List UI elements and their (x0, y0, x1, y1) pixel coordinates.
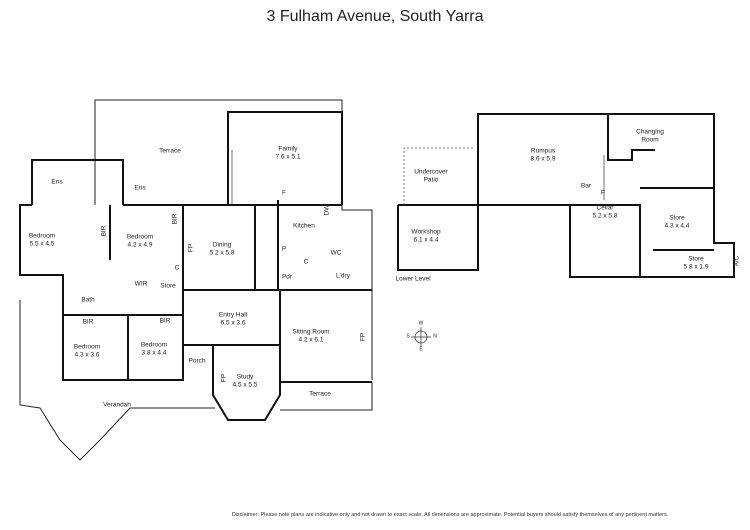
room-dims: 3.8 x 4.4 (141, 349, 167, 356)
room-bir-2: BIR (171, 213, 179, 225)
compass-w: W (418, 320, 424, 327)
room-dims: 7.6 x 5.1 (275, 153, 301, 160)
rumpus-walls (477, 113, 715, 205)
room-dims: 4.3 x 4.4 (664, 222, 690, 229)
room-terrace-rear: Terrace (159, 147, 181, 155)
room-name-line2: Patio (423, 176, 439, 183)
room-ensuite-1: Ens (51, 178, 63, 186)
cupboard-label-hall: C (174, 264, 180, 272)
room-dims: 5.5 x 4.5 (29, 240, 55, 247)
rear-terrace-outline (94, 99, 343, 205)
room-kitchen: Kitchen (293, 222, 315, 230)
room-bath: Bath (81, 296, 95, 304)
room-dims: 5.2 x 5.8 (592, 212, 618, 219)
sitting-walls (279, 290, 372, 383)
room-name: Rumpus (530, 147, 556, 155)
room-dims: 4.5 x 5.5 (232, 381, 258, 388)
room-name: Entry Hall (218, 311, 248, 319)
workshop-walls (397, 204, 479, 271)
disclaimer: Disclaimer: Please note plans are indica… (231, 512, 669, 518)
room-name: Bedroom (140, 341, 168, 349)
room-dims: 6.5 x 3.6 (220, 319, 246, 326)
room-name: Study (236, 373, 254, 381)
room-wir: WIR (134, 280, 148, 288)
ac-label: A/C (733, 255, 741, 267)
room-porch: Porch (188, 357, 206, 365)
room-name: Workshop (411, 228, 441, 236)
fireplace-sitting: FP (359, 332, 367, 342)
fridge-label: F (282, 189, 286, 197)
room-wc: WC (330, 249, 342, 257)
room-name: Bedroom (126, 233, 154, 241)
store-walls (640, 187, 735, 278)
room-name: Cellar (596, 204, 614, 212)
room-dims: 4.2 x 4.9 (127, 241, 153, 248)
room-bir-1: BIR (100, 225, 108, 237)
room-store: Store (160, 282, 176, 290)
room-name-line2: Room (641, 136, 659, 143)
verandah-outline (19, 300, 215, 461)
lower-level-label: Lower Level (395, 275, 431, 283)
patio-dotted-outline (403, 147, 475, 205)
room-name: Store (688, 255, 704, 263)
family-walls (227, 111, 343, 205)
room-dims: 5.8 x 1.9 (683, 263, 709, 270)
compass-s: S (406, 333, 410, 340)
room-name-line1: Changing (636, 128, 664, 136)
ensuite-walls (31, 159, 124, 205)
changing-walls (607, 114, 655, 161)
room-name: Family (278, 145, 298, 153)
room-name: Bedroom (28, 232, 56, 240)
fireplace-dining: FP (187, 243, 195, 253)
terrace-right-outline (341, 112, 373, 380)
compass-e: E (419, 346, 423, 353)
room-dims: 4.3 x 3.6 (74, 351, 100, 358)
room-verandah: Verandah (103, 401, 131, 409)
room-name-line1: Undercover (414, 168, 448, 176)
room-name: Bedroom (73, 343, 101, 351)
room-dims: 5.2 x 5.8 (209, 249, 235, 256)
cupboard-label-pdr: C (303, 258, 309, 266)
fireplace-study: FP (220, 373, 228, 383)
room-name: Sitting Room (292, 328, 330, 336)
room-dims: 4.2 x 6.1 (298, 336, 324, 343)
west-walls (19, 204, 184, 381)
room-name: Dining (212, 241, 232, 249)
room-dims: 6.1 x 4.4 (413, 236, 439, 243)
pantry-label: P (281, 245, 287, 253)
room-bar: Bar (580, 182, 592, 190)
room-dims: 8.6 x 5.9 (530, 155, 556, 162)
compass-n: N (433, 333, 437, 340)
dishwasher-label: DW (323, 204, 331, 216)
room-terrace-front: Terrace (309, 390, 331, 398)
room-powder: Pdr (281, 273, 293, 281)
room-bir-4: BIR (159, 317, 171, 325)
room-bir-3: BIR (82, 318, 94, 326)
study-walls (212, 345, 281, 421)
fridge-label-lower: F (601, 189, 605, 197)
page-title: 3 Fulham Avenue, South Yarra (266, 8, 484, 25)
room-laundry: L'dry (336, 272, 350, 280)
room-ensuite-2: Ens (134, 184, 146, 192)
room-name: Store (669, 214, 685, 222)
